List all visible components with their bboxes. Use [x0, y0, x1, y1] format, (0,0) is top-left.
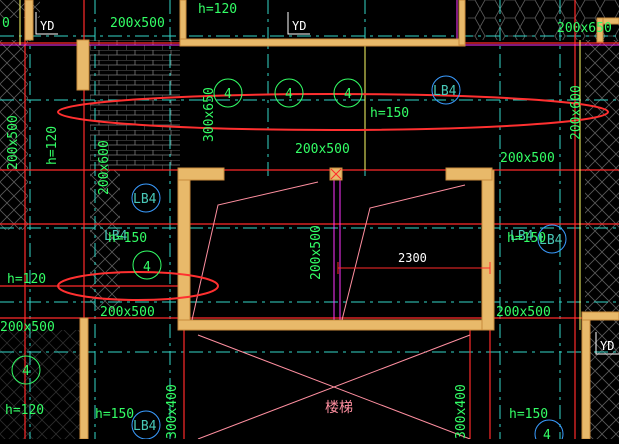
beam-label-topright: 200x650 — [557, 21, 612, 36]
wall-bottom-right-h — [581, 311, 619, 321]
wall-bottom-left — [79, 317, 89, 440]
slab-label-left-vert: h=120 — [45, 126, 60, 165]
tag-4-a: 4 — [224, 87, 232, 102]
circle-tags — [11, 75, 567, 444]
tag-4-e: 4 — [22, 364, 30, 379]
wall-stair-room — [177, 167, 495, 331]
left-edge-label: 0 — [2, 16, 10, 31]
beam-label-mid-bottom: 200x500 — [100, 305, 155, 320]
vbeam-label-stair: 200x500 — [309, 225, 324, 280]
beam-label-right-bottom: 200x500 — [496, 305, 551, 320]
stair-lines — [191, 181, 471, 440]
slab-label-right: h=150 — [507, 231, 546, 246]
tag-lb4-d: LB4 — [133, 419, 157, 434]
tag-lb4-f: LB4 — [510, 229, 534, 244]
vbeam-label-left: 200x500 — [6, 115, 21, 170]
wall-right-top-v — [596, 17, 604, 43]
tag-4-c: 4 — [344, 87, 352, 102]
dimension-line — [337, 262, 491, 274]
slab-label-bottom: h=120 — [5, 403, 44, 418]
tag-lb4-b: LB4 — [133, 192, 157, 207]
wall-left-top — [24, 0, 34, 41]
yd-tag-2: YD — [292, 19, 306, 33]
yd-tag-boxes — [35, 12, 619, 355]
yd-tag-3: YD — [600, 339, 614, 353]
hex-region-topright — [468, 0, 619, 40]
slab-label-mid: h=150 — [370, 106, 409, 121]
yd-tag-1: YD — [40, 19, 54, 33]
wall-top-room — [179, 0, 466, 47]
tag-4-f: 4 — [543, 428, 551, 439]
hatch-region-left — [0, 40, 28, 230]
beam-label-right-top: 200x500 — [500, 151, 555, 166]
slab-label-bottom-right: h=150 — [509, 407, 548, 422]
beam-label-top: 200x500 — [110, 16, 165, 31]
slab-label-left-low: h=120 — [7, 272, 46, 287]
wall-bottom-right — [581, 311, 591, 440]
vbeam-label-right: 200x600 — [569, 85, 584, 140]
tag-lb4-e: LB4 — [104, 229, 128, 244]
beam-label-left-bottom: 200x500 — [0, 320, 55, 335]
highlight-ellipse-left[interactable] — [57, 271, 219, 301]
dimension-value: 2300 — [398, 251, 427, 265]
stair-label: 楼梯 — [325, 400, 353, 416]
hatch-region-bottomright — [585, 360, 619, 439]
vbeam-label-bottom: 300x400 — [454, 384, 469, 439]
hatch-region-left-bottom — [0, 330, 80, 439]
brick-region-left — [90, 40, 180, 170]
tag-lb4-a: LB4 — [433, 84, 457, 99]
slab-label-top: h=120 — [198, 2, 237, 17]
vbeam-label-left2: 200x600 — [97, 140, 112, 195]
vbeam-label-bottom-left: 300x400 — [165, 384, 180, 439]
wall-left-strip — [76, 39, 90, 91]
beam-label-mid-top: 200x500 — [295, 142, 350, 157]
highlight-ellipse-top[interactable] — [57, 93, 609, 131]
tag-lb4-c: LB4 — [539, 233, 563, 248]
tag-4-d: 4 — [143, 260, 151, 275]
slab-label-bottom-left: h=150 — [95, 407, 134, 422]
slab-label-left: h=150 — [108, 231, 147, 246]
tag-4-b: 4 — [285, 87, 293, 102]
vbeam-label-center: 300x650 — [202, 87, 217, 142]
